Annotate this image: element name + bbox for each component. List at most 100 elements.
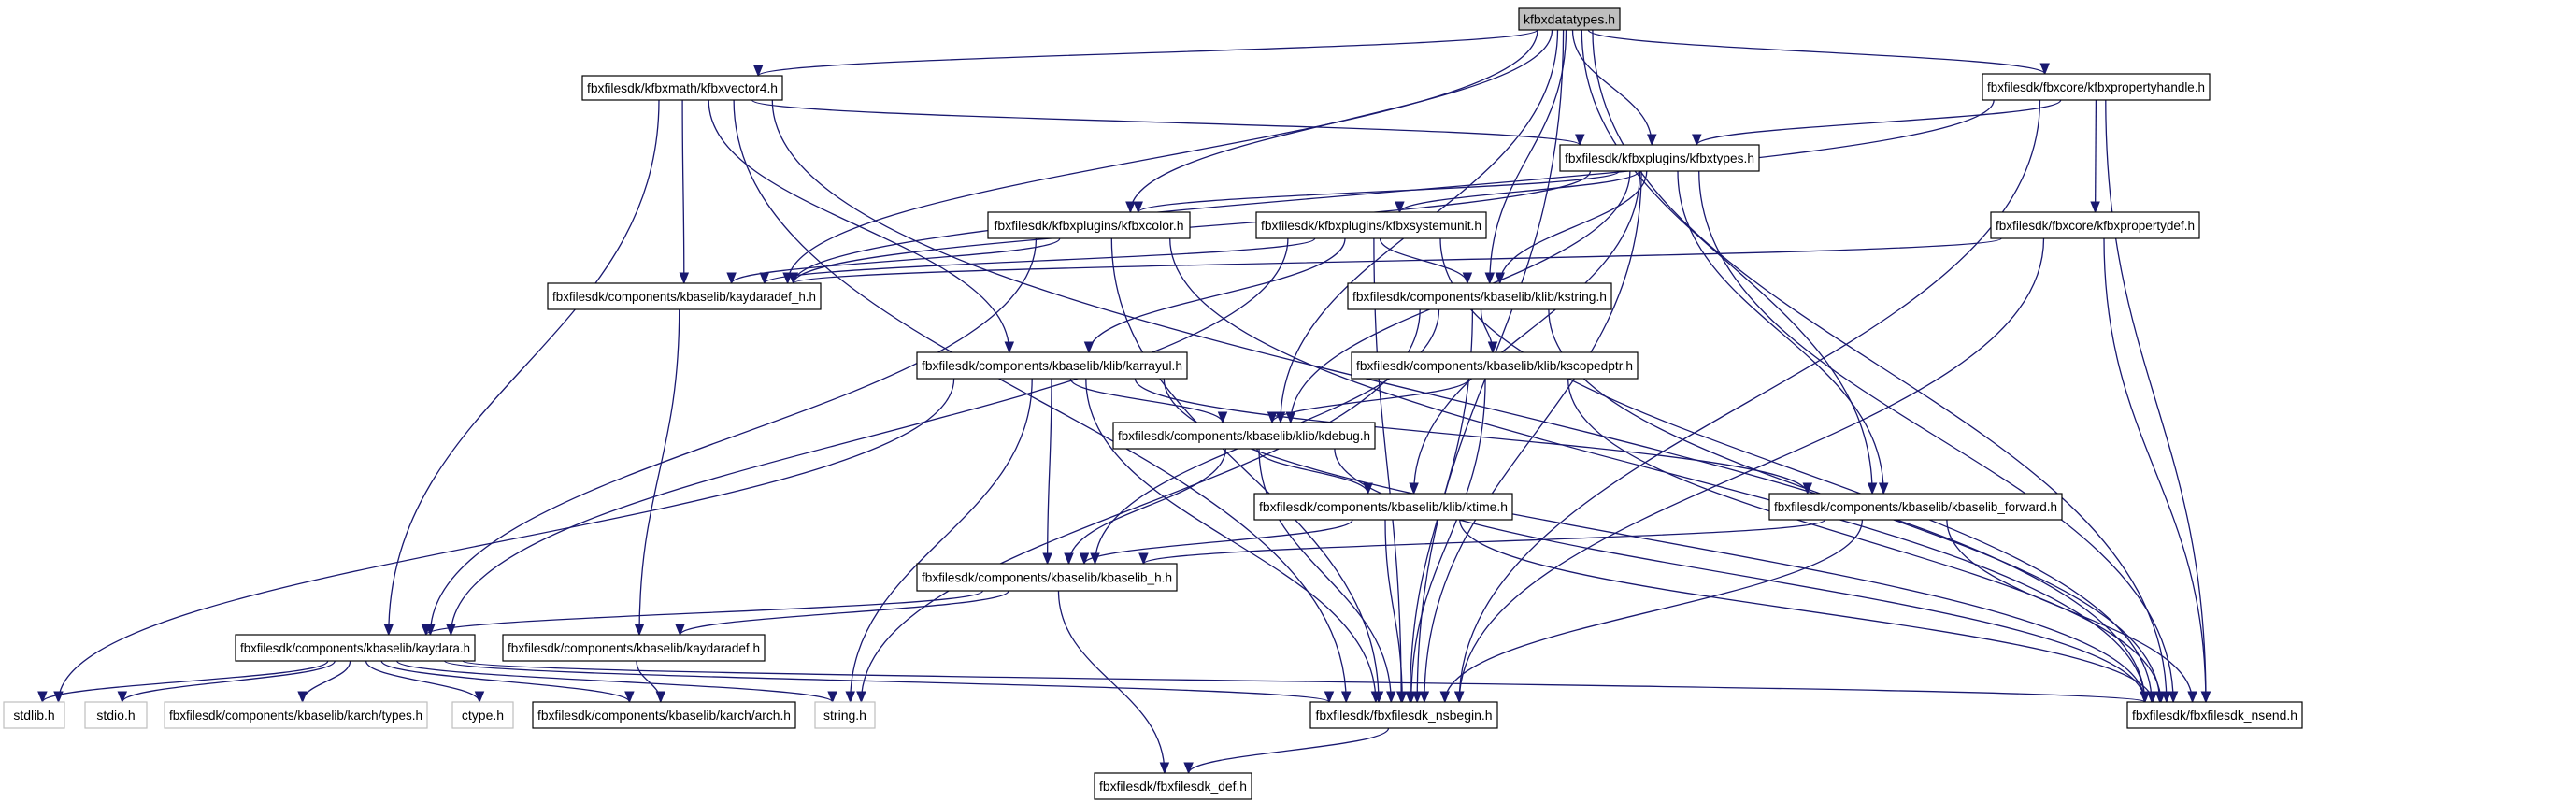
edge-kfbxtypes-to-kstring xyxy=(1499,170,1648,284)
edge-propdef-to-nsend xyxy=(2103,237,2207,703)
node-label: kfbxdatatypes.h xyxy=(1524,12,1615,27)
node-kaydaradef_h[interactable]: fbxfilesdk/components/kbaselib/kaydarade… xyxy=(547,282,822,310)
node-ktime[interactable]: fbxfilesdk/components/kbaselib/klib/ktim… xyxy=(1253,493,1513,521)
arrowhead-kfbxtypes-to-systemunit xyxy=(1395,201,1405,214)
edge-kbforward-to-kbaselib_h xyxy=(1142,519,1826,565)
edge-karrayul-to-stdlib xyxy=(57,378,955,703)
node-box xyxy=(164,701,428,729)
edge-kbaselib_h-to-def xyxy=(1057,590,1166,774)
node-datatypes: kfbxdatatypes.h xyxy=(1518,7,1621,31)
arrowhead-kbaselib_h-to-kaydara xyxy=(421,624,432,637)
node-box xyxy=(1347,282,1612,310)
node-box xyxy=(1518,7,1621,31)
node-prophandle[interactable]: fbxfilesdk/fbxcore/kfbxpropertyhandle.h xyxy=(1982,73,2211,101)
edge-vector4-to-nsbegin xyxy=(733,99,1347,703)
arrowhead-kdebug-to-nsbegin xyxy=(1386,691,1396,704)
node-vector4[interactable]: fbxfilesdk/kfbxmath/kfbxvector4.h xyxy=(581,75,783,101)
node-ctype: ctype.h xyxy=(451,701,514,729)
edge-datatypes-to-kaydaradef_h xyxy=(786,29,1538,284)
node-box xyxy=(502,634,766,662)
node-box xyxy=(1253,493,1513,521)
node-label: fbxfilesdk/components/kbaselib/kbaselib_… xyxy=(1774,499,2057,514)
edge-systemunit-to-kaydara xyxy=(450,237,1289,636)
node-karchtypes: fbxfilesdk/components/kbaselib/karch/typ… xyxy=(164,701,428,729)
arrowhead-prophandle-to-propdef xyxy=(2090,201,2100,214)
arrowhead-kaydara-to-arch xyxy=(624,691,635,704)
node-kstring[interactable]: fbxfilesdk/components/kbaselib/klib/kstr… xyxy=(1347,282,1612,310)
edge-kaydara-to-stdlib xyxy=(41,660,329,703)
arrowhead-karrayul-to-string xyxy=(845,691,855,704)
node-kdebug[interactable]: fbxfilesdk/components/kbaselib/klib/kdeb… xyxy=(1112,422,1376,450)
arrowhead-kfbxtypes-to-kstring xyxy=(1495,272,1505,285)
edge-prophandle-to-kaydaradef_h xyxy=(793,99,1995,284)
arrowhead-karrayul-to-stdlib xyxy=(53,691,64,704)
edge-kdebug-to-ktime xyxy=(1256,448,1369,495)
node-kscopedptr[interactable]: fbxfilesdk/components/kbaselib/klib/ksco… xyxy=(1351,351,1639,380)
edge-kaydara-to-arch xyxy=(380,660,631,703)
arrowhead-kaydara-to-stdio xyxy=(117,691,128,704)
node-box xyxy=(1255,211,1487,239)
arrowhead-prophandle-to-kfbxtypes xyxy=(1692,134,1702,147)
edge-systemunit-to-karrayul xyxy=(1088,237,1346,353)
arrowhead-kfbxtypes-to-nsend xyxy=(2168,691,2179,704)
node-box xyxy=(1351,351,1639,380)
node-kfbxcolor[interactable]: fbxfilesdk/kfbxplugins/kfbxcolor.h xyxy=(987,211,1191,239)
node-box xyxy=(2126,701,2303,729)
node-box xyxy=(916,351,1188,380)
node-box xyxy=(547,282,822,310)
arrowhead-vector4-to-nsbegin xyxy=(1340,691,1352,704)
node-kfbxtypes[interactable]: fbxfilesdk/kfbxplugins/kfbxtypes.h xyxy=(1559,144,1760,172)
arrowhead-kaydara-to-stdlib xyxy=(37,691,48,704)
node-kaydara[interactable]: fbxfilesdk/components/kbaselib/kaydara.h xyxy=(235,634,476,662)
edge-kfbxcolor-to-kaydara xyxy=(429,237,1038,636)
edge-ktime-to-kbaselib_h xyxy=(1083,519,1353,565)
edge-kscopedptr-to-kdebug xyxy=(1271,378,1470,423)
arrowhead-vector4-to-kaydara xyxy=(383,624,394,637)
node-label: fbxfilesdk/components/kbaselib/kaydarade… xyxy=(508,640,760,655)
node-kaydaradef[interactable]: fbxfilesdk/components/kbaselib/kaydarade… xyxy=(502,634,766,662)
edge-karrayul-to-kbaselib_h xyxy=(1046,378,1052,565)
node-stdio: stdio.h xyxy=(84,701,148,729)
arrowhead-propdef-to-kaydaradef_h xyxy=(788,272,799,285)
arrowhead-datatypes-to-kbforward xyxy=(1867,482,1878,495)
node-box xyxy=(1768,493,2063,521)
edge-ktime-to-nsend xyxy=(1459,519,2154,703)
edge-datatypes-to-vector4 xyxy=(757,29,1538,77)
node-label: fbxfilesdk/components/kbaselib/klib/kdeb… xyxy=(1118,428,1370,443)
arrowhead-kstring-to-kscopedptr xyxy=(1487,341,1498,354)
arrowhead-kaydara-to-nsbegin xyxy=(1324,691,1335,704)
edge-datatypes-to-nsend xyxy=(1592,29,2168,703)
node-nsend[interactable]: fbxfilesdk/fbxfilesdk_nsend.h xyxy=(2126,701,2303,729)
edge-kfbxcolor-to-kaydaradef_h xyxy=(730,237,1061,284)
arrowhead-datatypes-to-kaydaradef_h xyxy=(782,272,793,285)
node-kbforward[interactable]: fbxfilesdk/components/kbaselib/kbaselib_… xyxy=(1768,493,2063,521)
edges-layer xyxy=(37,29,2211,775)
arrowhead-karrayul-to-kdebug xyxy=(1217,411,1228,424)
edge-prophandle-to-nsbegin xyxy=(1458,99,2041,703)
node-kbaselib_h[interactable]: fbxfilesdk/components/kbaselib/kbaselib_… xyxy=(916,563,1178,592)
arrowhead-vector4-to-kfbxtypes xyxy=(1575,134,1585,147)
node-nsbegin[interactable]: fbxfilesdk/fbxfilesdk_nsbegin.h xyxy=(1309,701,1498,729)
node-box xyxy=(84,701,148,729)
node-label: fbxfilesdk/fbxcore/kfbxpropertyhandle.h xyxy=(1987,79,2205,94)
arrowhead-propdef-to-nsbegin xyxy=(1453,691,1465,704)
edge-vector4-to-kfbxtypes xyxy=(751,99,1581,146)
node-box xyxy=(916,563,1178,592)
edge-propdef-to-nsbegin xyxy=(1458,237,2045,703)
edge-prophandle-to-kfbxtypes xyxy=(1696,99,2062,146)
node-box xyxy=(1309,701,1498,729)
arrowhead-kbforward-to-kbaselib_h xyxy=(1138,552,1149,566)
arrowhead-kaydara-to-karchtypes xyxy=(297,691,308,704)
node-arch[interactable]: fbxfilesdk/components/kbaselib/karch/arc… xyxy=(532,701,796,729)
node-label: stdio.h xyxy=(96,708,135,723)
node-label: fbxfilesdk/components/kbaselib/kaydara.h xyxy=(240,640,470,655)
edge-kscopedptr-to-nsbegin xyxy=(1410,378,1486,703)
node-box xyxy=(1112,422,1376,450)
node-label: stdlib.h xyxy=(13,708,54,723)
node-systemunit[interactable]: fbxfilesdk/kfbxplugins/kfbxsystemunit.h xyxy=(1255,211,1487,239)
node-box xyxy=(987,211,1191,239)
edge-vector4-to-kaydara xyxy=(388,99,660,636)
node-propdef[interactable]: fbxfilesdk/fbxcore/kfbxpropertydef.h xyxy=(1990,211,2200,239)
node-def[interactable]: fbxfilesdk/fbxfilesdk_def.h xyxy=(1094,772,1252,800)
node-karrayul[interactable]: fbxfilesdk/components/kbaselib/klib/karr… xyxy=(916,351,1188,380)
